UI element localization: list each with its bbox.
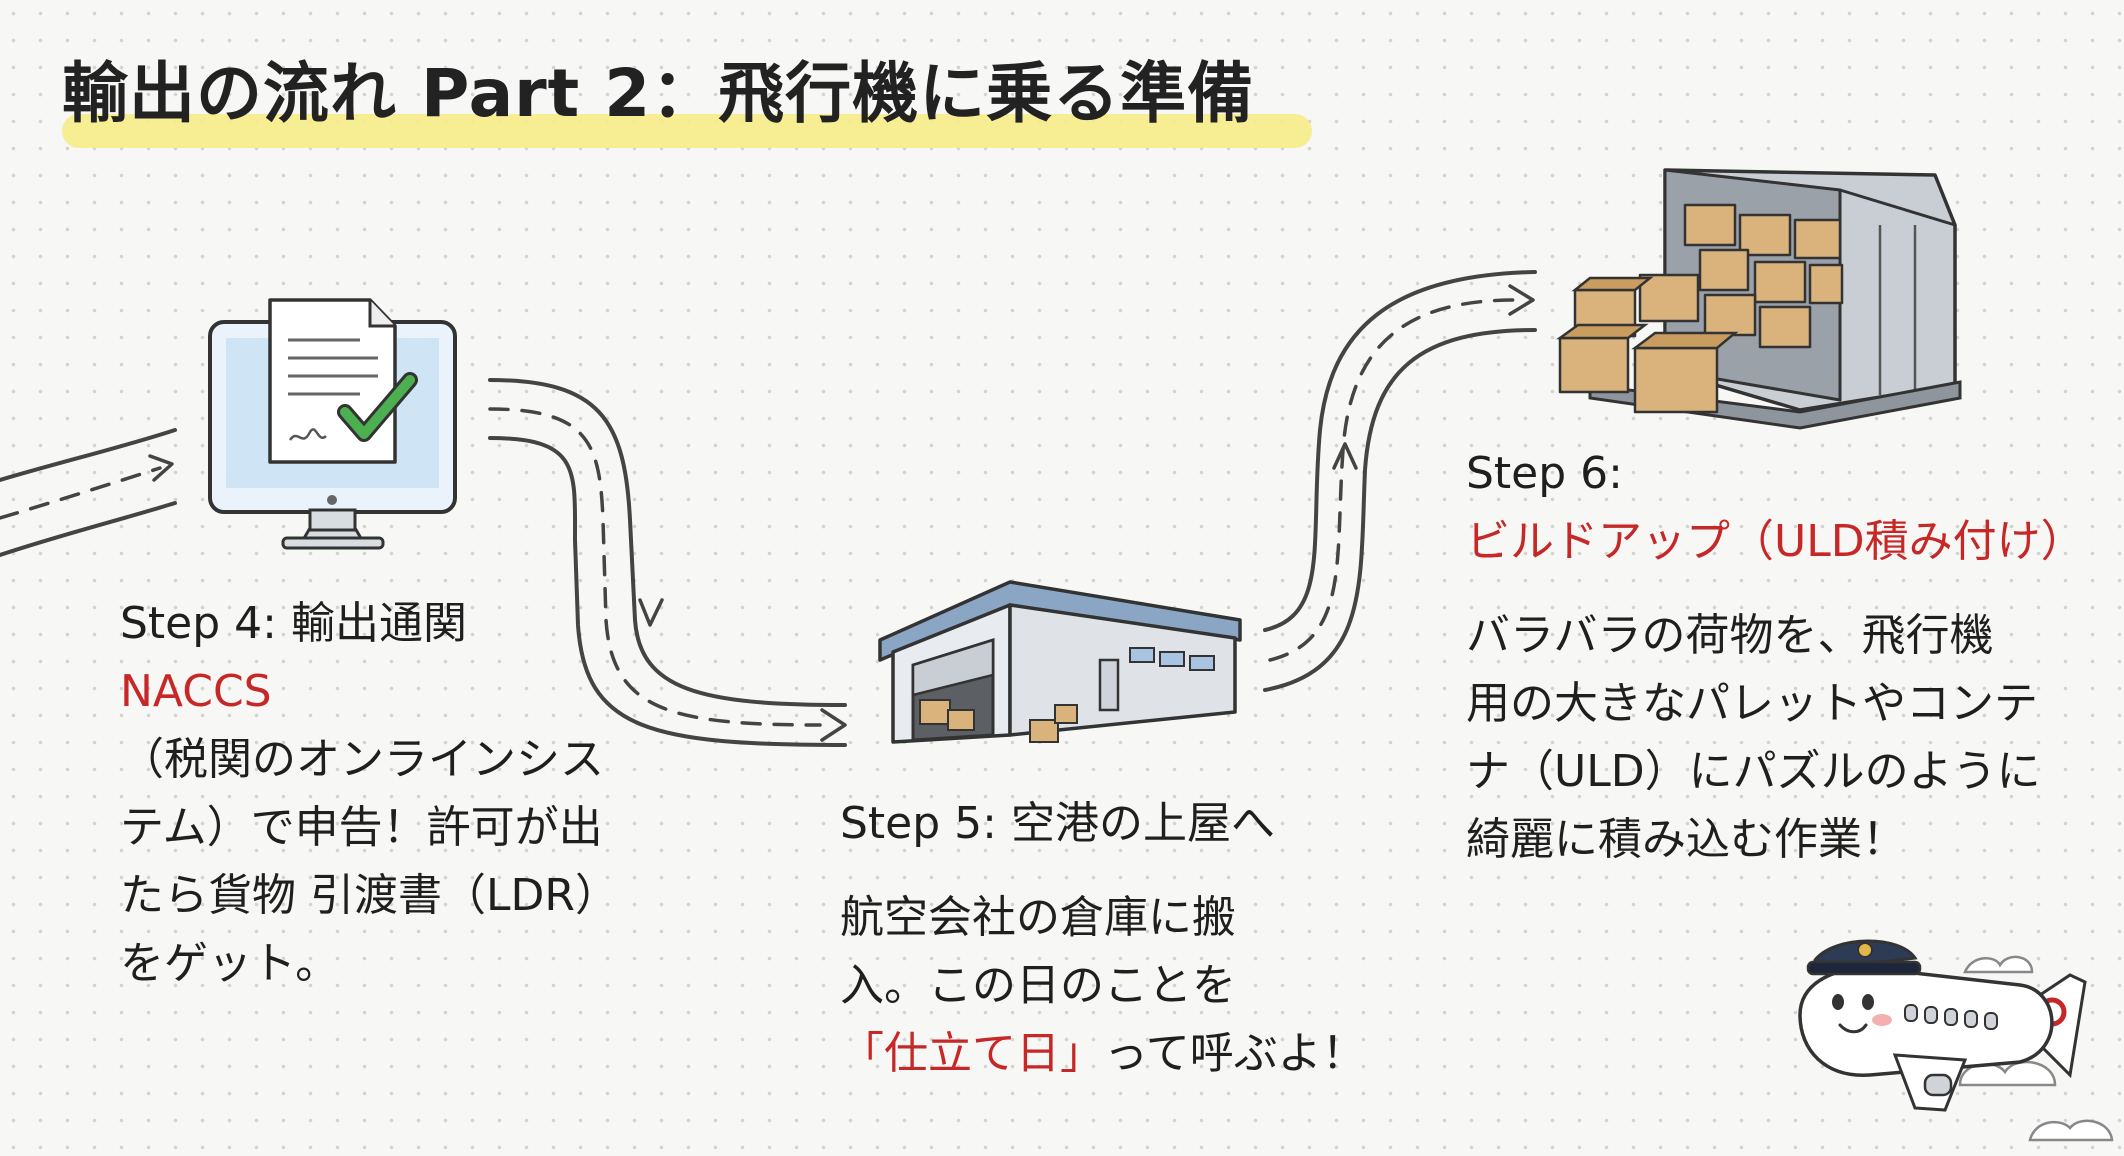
step6-line: バラバラの荷物を、飛行機 xyxy=(1466,610,1994,661)
page-title: 輸出の流れ Part 2：飛行機に乗る準備 xyxy=(62,55,1255,132)
step4-line: テム）で申告！許可が出 xyxy=(120,802,603,853)
step5-line: 入。この日のことを xyxy=(840,960,1236,1011)
step5-heading: Step 5: 空港の上屋へ xyxy=(840,798,1275,849)
road-into-step4 xyxy=(0,428,177,557)
step5-line: 航空会社の倉庫に搬 xyxy=(840,892,1236,943)
step6-line: 綺麗に積み込む作業！ xyxy=(1466,814,1906,865)
computer-document-check-icon xyxy=(208,298,457,550)
step4-text: Step 4: 輸出通関 NACCS （税関のオンラインシス テム）で申告！許可… xyxy=(120,590,619,998)
step6-line: ナ（ULD）にパズルのように xyxy=(1466,746,2041,797)
step6-heading: Step 6: xyxy=(1466,448,1623,499)
step5-accent-line: 「仕立て日」って呼ぶよ！ xyxy=(840,1020,1366,1088)
step6-line: 用の大きなパレットやコンテ xyxy=(1466,678,2038,729)
road-step5-to-step6 xyxy=(1263,270,1537,692)
step4-accent: NACCS xyxy=(120,666,272,717)
step4-line: （税関のオンラインシス xyxy=(120,734,604,785)
step5-accent: 「仕立て日」 xyxy=(840,1028,1104,1079)
step4-line: たら貨物 引渡書（LDR） xyxy=(120,870,619,921)
uld-container-boxes-icon xyxy=(1556,168,1962,430)
step6-accent: ビルドアップ（ULD積み付け） xyxy=(1466,516,2085,567)
warehouse-icon xyxy=(878,580,1242,744)
step4-line: をゲット。 xyxy=(120,938,340,989)
road-step4-to-step5 xyxy=(488,378,847,747)
airplane-mascot-icon xyxy=(1798,939,2114,1142)
title-highlight xyxy=(62,114,1312,148)
step5-accent-tail: って呼ぶよ！ xyxy=(1104,1028,1366,1079)
title-block: 輸出の流れ Part 2：飛行機に乗る準備 xyxy=(62,40,1312,148)
step4-heading: Step 4: 輸出通関 xyxy=(120,598,467,649)
step5-text: Step 5: 空港の上屋へ 航空会社の倉庫に搬 入。この日のことを 「仕立て日… xyxy=(840,790,1366,1088)
step6-text: Step 6: ビルドアップ（ULD積み付け） バラバラの荷物を、飛行機 用の大… xyxy=(1466,440,2085,874)
